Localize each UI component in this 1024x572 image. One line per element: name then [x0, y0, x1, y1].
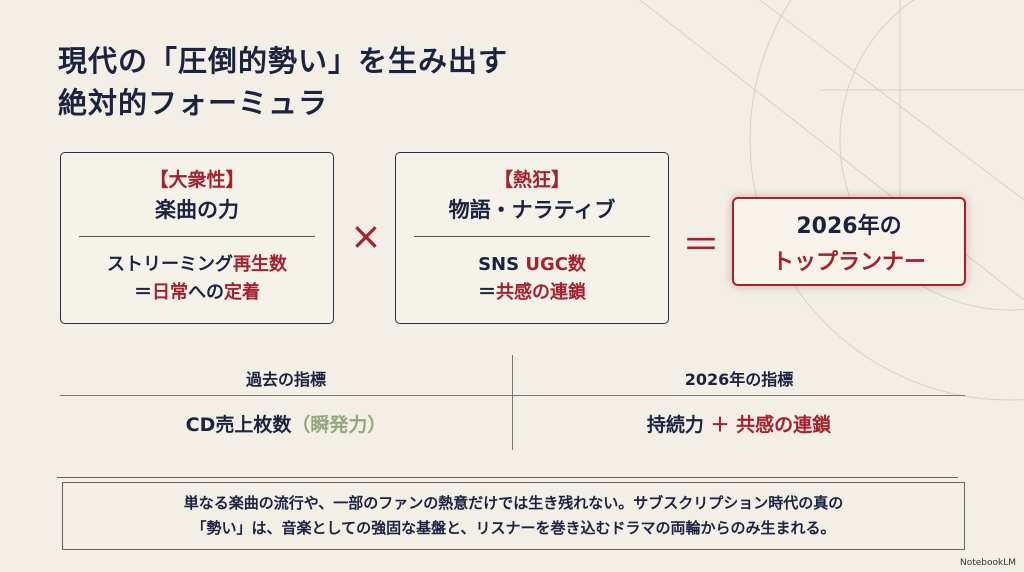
- text-red: ＋ 共感の連鎖: [703, 414, 832, 436]
- text-red: 再生数: [233, 254, 287, 275]
- box-tag: 【熱狂】: [493, 169, 570, 191]
- text: CD売上枚数: [185, 414, 292, 436]
- table-column-divider: [512, 355, 513, 450]
- text-red: 日常: [152, 282, 188, 303]
- page-title: 現代の「圧倒的勢い」を生み出す 絶対的フォーミュラ: [58, 40, 508, 124]
- box-sub-2: ＝共感の連鎖: [396, 279, 668, 307]
- text: SNS: [478, 254, 526, 275]
- equals-icon: ＝: [682, 223, 721, 267]
- text: ＝: [478, 282, 496, 303]
- text: への: [188, 282, 224, 303]
- quote-line-1: 単なる楽曲の流行や、一部のファンの熱意だけでは生き残れない。サブスクリプション時…: [183, 494, 844, 512]
- times-icon: ×: [350, 214, 382, 258]
- box-heading: 物語・ナラティブ: [448, 198, 616, 222]
- box-sub-1: ストリーミング再生数: [61, 251, 333, 279]
- popularity-box: 【大衆性】 楽曲の力 ストリーミング再生数 ＝日常への定着: [60, 152, 334, 324]
- box-tag: 【大衆性】: [149, 169, 245, 191]
- title-line-1: 現代の「圧倒的勢い」を生み出す: [58, 44, 509, 78]
- box-heading: 楽曲の力: [155, 198, 239, 222]
- text-red: 定着: [224, 282, 260, 303]
- result-line-2: トップランナー: [771, 250, 926, 275]
- brand-watermark: NotebookLM: [959, 558, 1016, 568]
- summary-quote: 単なる楽曲の流行や、一部のファンの熱意だけでは生き残れない。サブスクリプション時…: [57, 477, 965, 550]
- result-box: 2026年の トップランナー: [732, 197, 966, 286]
- box-sub-2: ＝日常への定着: [61, 279, 333, 307]
- table-cell-past: CD売上枚数（瞬発力）: [60, 410, 512, 437]
- table-header-past: 過去の指標: [245, 370, 326, 389]
- title-line-2: 絶対的フォーミュラ: [58, 86, 329, 120]
- quote-line-2: 「勢い」は、音楽としての強固な基盤と、リスナーを巻き込むドラマの両輪からのみ生ま…: [191, 519, 836, 537]
- box-sub-1: SNS UGC数: [396, 251, 668, 279]
- divider: [414, 236, 650, 237]
- text: ＝: [134, 282, 152, 303]
- table-cell-2026: 持続力 ＋ 共感の連鎖: [513, 410, 965, 437]
- result-line-1: 2026年の: [796, 214, 902, 239]
- text: 持続力: [646, 414, 704, 436]
- divider: [79, 236, 315, 237]
- text: ストリーミング: [107, 254, 233, 275]
- text-red: UGC数: [525, 254, 586, 275]
- enthusiasm-box: 【熱狂】 物語・ナラティブ SNS UGC数 ＝共感の連鎖: [395, 152, 669, 324]
- text-muted: （瞬発力）: [291, 414, 387, 436]
- table-header-2026: 2026年の指標: [684, 370, 794, 389]
- text-red: 共感の連鎖: [496, 282, 586, 303]
